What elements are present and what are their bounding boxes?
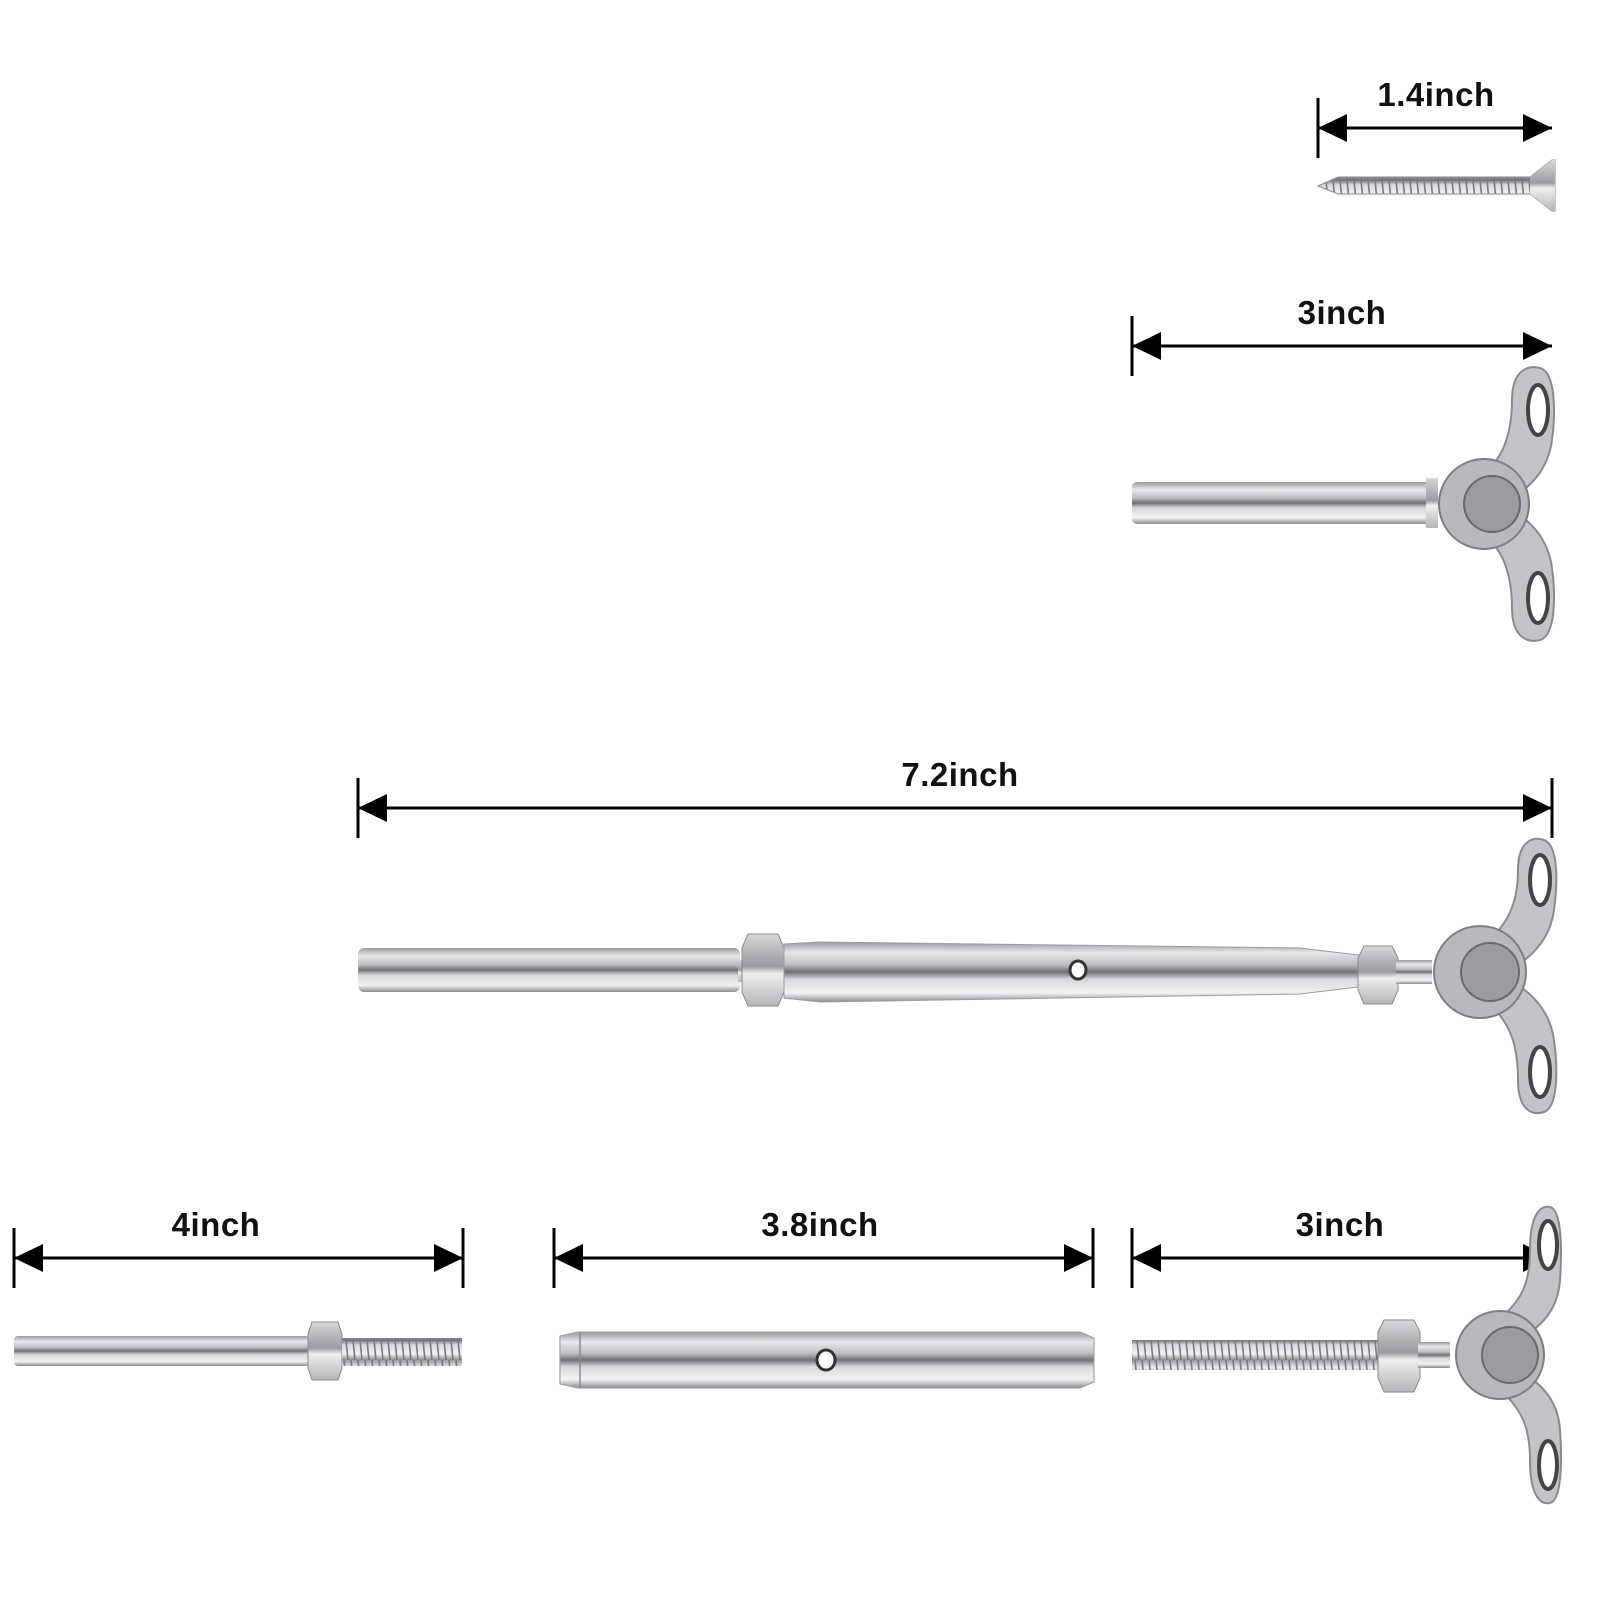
turnbuckle-body-part [559,1331,1095,1389]
dimension-line-turnbuckle-assembly [356,778,1554,838]
dimension-label-turnbuckle-body: 3.8inch [761,1206,879,1243]
dimension-line-swage-terminal [1130,316,1552,376]
dimension-label-turnbuckle-assembly: 7.2inch [901,756,1019,793]
dimension-label-screw: 1.4inch [1377,76,1495,113]
swage-terminal-part [1132,366,1556,642]
turnbuckle-assembly-part [358,837,1558,1115]
dimension-line-turnbuckle-body [552,1228,1095,1288]
dimension-line-threaded-stud [12,1228,465,1288]
dimension-label-swage-terminal: 3inch [1297,294,1387,331]
dimension-line-screw [1316,98,1552,158]
dimension-label-threaded-toggle: 3inch [1295,1206,1385,1243]
threaded-stud-part [14,1321,462,1381]
screw-part [1316,159,1556,212]
threaded-toggle-part [1132,1205,1562,1505]
dimension-label-threaded-stud: 4inch [171,1206,261,1243]
